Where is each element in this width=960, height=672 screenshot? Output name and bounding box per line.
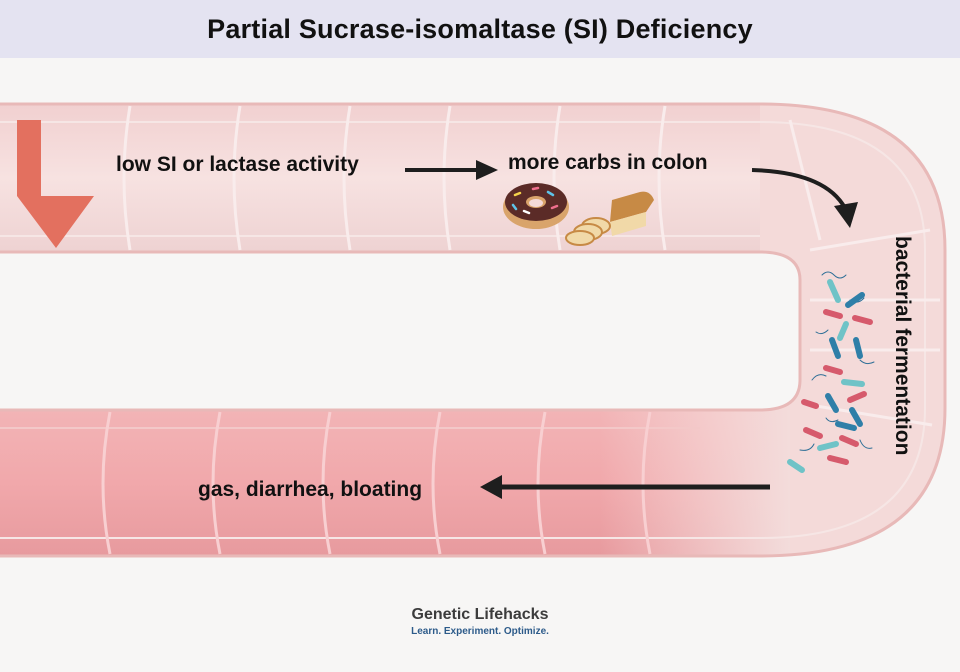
page-title: Partial Sucrase-isomaltase (SI) Deficien…	[207, 13, 753, 44]
logo-brand: Genetic Lifehacks	[411, 606, 549, 623]
label-more-carbs: more carbs in colon	[508, 151, 708, 174]
title-bar: Partial Sucrase-isomaltase (SI) Deficien…	[0, 0, 960, 58]
logo-tagline: Learn. Experiment. Optimize.	[411, 626, 549, 637]
arrow-to-carbs	[405, 160, 498, 180]
arrow-to-symptoms	[480, 475, 770, 499]
bread-icon	[565, 191, 654, 246]
intestine-diagram	[0, 102, 947, 558]
label-bacterial-fermentation: bacterial fermentation	[891, 236, 914, 456]
label-symptoms: gas, diarrhea, bloating	[198, 478, 423, 501]
intestine-tube	[0, 102, 947, 558]
down-arrow-icon	[17, 120, 94, 248]
donut-icon	[503, 183, 569, 229]
bacteria-icon	[787, 271, 875, 473]
arrow-to-fermentation	[751, 168, 858, 228]
logo: Genetic Lifehacks Learn. Experiment. Opt…	[0, 606, 960, 637]
label-low-activity: low SI or lactase activity	[116, 153, 359, 176]
